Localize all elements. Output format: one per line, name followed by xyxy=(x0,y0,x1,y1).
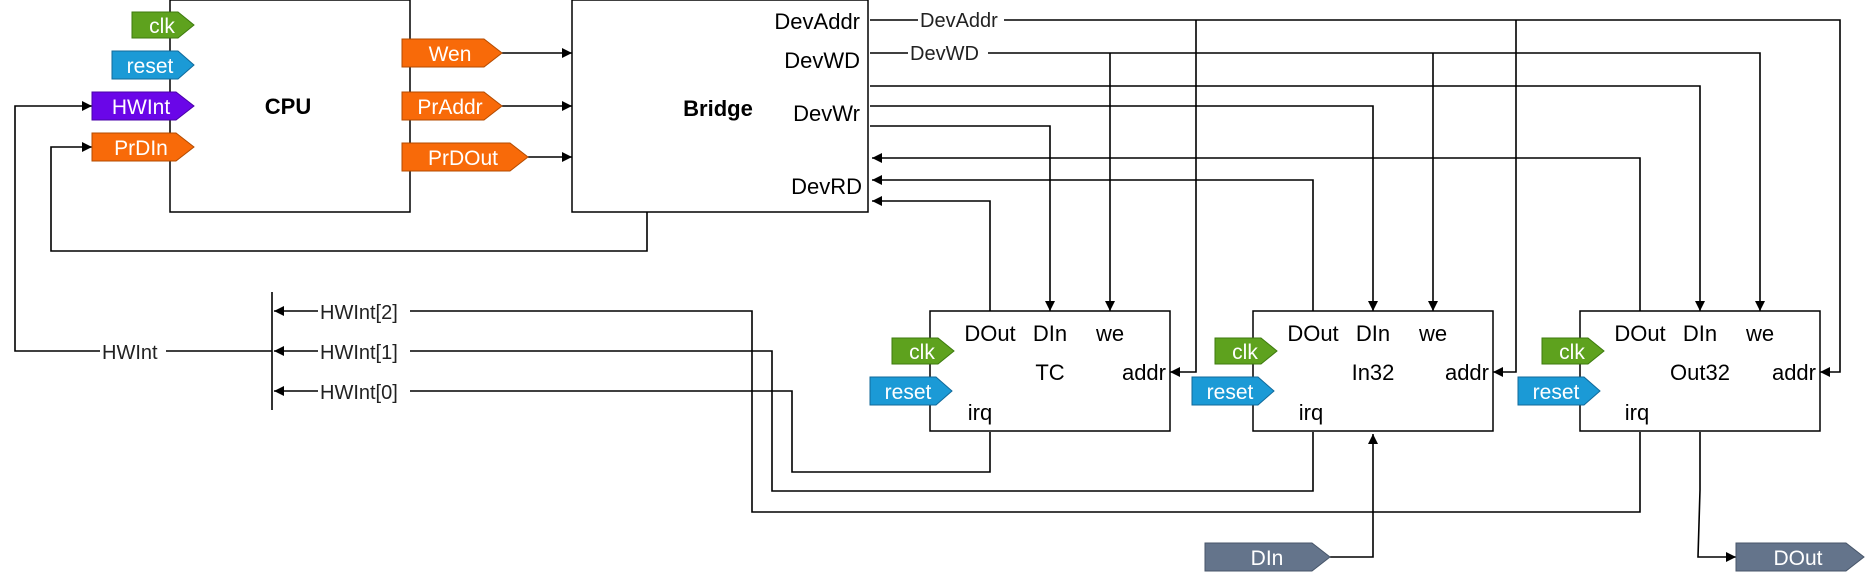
in32-reset-label: reset xyxy=(1207,381,1254,404)
cpu-prdin-pin: PrDIn xyxy=(91,132,195,162)
wire-labels: DevAddr DevWD HWInt HWInt[2] HWInt[1] HW… xyxy=(100,8,1004,404)
cpu-reset-label: reset xyxy=(127,55,174,78)
out32-din-label: DIn xyxy=(1683,321,1717,346)
wire-dout-in32 xyxy=(872,175,1314,311)
in32-we-label: we xyxy=(1418,321,1447,346)
in32-title: In32 xyxy=(1352,360,1395,385)
out32-addr-label: addr xyxy=(1772,360,1816,385)
cpu-wen-label: Wen xyxy=(429,43,472,66)
cpu-praddr-pin: PrAddr xyxy=(401,91,503,121)
tc-clk-label: clk xyxy=(909,341,935,364)
cpu-praddr-label: PrAddr xyxy=(417,96,482,119)
bridge-port-devrd: DevRD xyxy=(791,174,862,199)
in32-clk-label: clk xyxy=(1232,341,1258,364)
wire-ext-dout xyxy=(1697,432,1736,562)
tc-clk-pin: clk xyxy=(891,337,955,365)
tc-reset-label: reset xyxy=(885,381,932,404)
bridge-title: Bridge xyxy=(683,96,753,121)
in32-irq-label: irq xyxy=(1299,400,1323,425)
out32-dout-label: DOut xyxy=(1614,321,1665,346)
in32-clk-pin: clk xyxy=(1214,337,1278,365)
device-tc: DOut DIn we TC addr irq xyxy=(929,310,1171,432)
wire-irq-tc xyxy=(274,386,991,473)
wire-ext-din xyxy=(1330,434,1378,558)
tc-we-label: we xyxy=(1095,321,1124,346)
wire-irq-in32 xyxy=(274,346,1314,492)
bridge-port-devaddr: DevAddr xyxy=(774,9,860,34)
out32-reset-label: reset xyxy=(1533,381,1580,404)
cpu-prdin-label: PrDIn xyxy=(114,137,168,160)
wire-dout-tc xyxy=(872,196,991,311)
in32-addr-label: addr xyxy=(1445,360,1489,385)
cpu-clk-pin: clk xyxy=(131,11,195,39)
cpu-wen-pin: Wen xyxy=(401,38,503,68)
wire-label-hwint-2: HWInt[2] xyxy=(320,302,398,324)
cpu-prdout-label: PrDOut xyxy=(428,147,498,170)
bridge-port-devwd: DevWD xyxy=(784,48,860,73)
tc-reset-pin: reset xyxy=(869,376,953,406)
out32-clk-pin: clk xyxy=(1541,337,1605,365)
bridge-port-devwr: DevWr xyxy=(793,101,860,126)
wire-devwd-out32 xyxy=(870,52,1765,311)
wire-label-hwint-0: HWInt[0] xyxy=(320,382,398,404)
in32-reset-pin: reset xyxy=(1191,376,1275,406)
bridge-block: Bridge DevAddr DevWD DevWr DevRD xyxy=(571,0,869,213)
tc-din-label: DIn xyxy=(1033,321,1067,346)
out32-clk-label: clk xyxy=(1559,341,1585,364)
out32-we-label: we xyxy=(1745,321,1774,346)
cpu-hwint-label: HWInt xyxy=(112,96,171,119)
wires xyxy=(14,19,1841,562)
ext-dout-label: DOut xyxy=(1773,547,1822,570)
cpu-clk-label: clk xyxy=(149,15,175,38)
ext-din-label: DIn xyxy=(1251,547,1284,570)
tc-title: TC xyxy=(1035,360,1064,385)
wire-devwr-tc xyxy=(870,125,1055,311)
wire-label-devaddr: DevAddr xyxy=(920,10,998,32)
wire-devwr-out32 xyxy=(870,85,1705,311)
in32-dout-label: DOut xyxy=(1287,321,1338,346)
cpu-reset-pin: reset xyxy=(111,50,195,80)
wire-devaddr-tc xyxy=(1170,20,1197,377)
cpu-prdout-pin: PrDOut xyxy=(401,142,529,172)
out32-irq-label: irq xyxy=(1625,400,1649,425)
ext-dout-pin: DOut xyxy=(1735,542,1865,572)
tc-addr-label: addr xyxy=(1122,360,1166,385)
ext-din-pin: DIn xyxy=(1204,542,1331,572)
tc-dout-label: DOut xyxy=(964,321,1015,346)
wire-devwr-in32 xyxy=(870,105,1378,311)
wire-label-hwint-1: HWInt[1] xyxy=(320,342,398,364)
wire-label-hwint: HWInt xyxy=(102,342,158,364)
wire-prdin-feedback xyxy=(50,142,648,252)
out32-reset-pin: reset xyxy=(1517,376,1601,406)
in32-din-label: DIn xyxy=(1356,321,1390,346)
wire-dout-out32 xyxy=(872,153,1641,311)
out32-title: Out32 xyxy=(1670,360,1730,385)
tc-irq-label: irq xyxy=(968,400,992,425)
wire-devaddr-in32 xyxy=(1493,20,1517,377)
device-out32: DOut DIn we Out32 addr irq xyxy=(1579,310,1821,432)
cpu-hwint-pin: HWInt xyxy=(91,91,195,121)
wire-devaddr-out32 xyxy=(870,19,1841,377)
device-in32: DOut DIn we In32 addr irq xyxy=(1252,310,1494,432)
cpu-block: CPU xyxy=(169,0,411,213)
wire-irq-out32 xyxy=(274,306,1641,513)
cpu-title: CPU xyxy=(265,94,311,119)
wire-label-devwd: DevWD xyxy=(910,43,979,65)
